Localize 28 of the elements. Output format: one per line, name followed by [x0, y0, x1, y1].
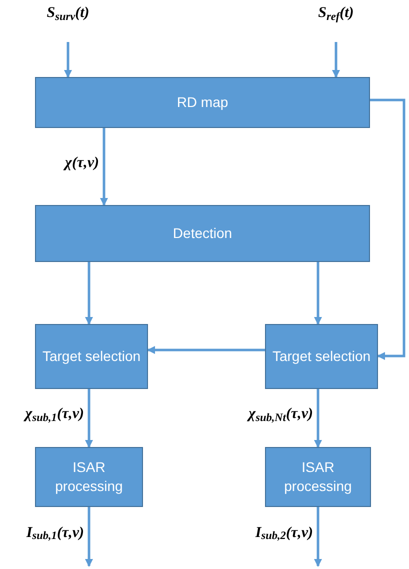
arrow: [332, 42, 340, 78]
process-box: [35, 447, 143, 507]
process-box: [35, 77, 370, 128]
arrow: [85, 389, 93, 448]
edge-label: χ(τ,ν): [64, 156, 100, 170]
process-box: [265, 447, 371, 507]
arrow: [314, 389, 322, 448]
edge-label: χ$_{sub,Nt}$(τ,ν): [248, 407, 314, 422]
arrow: [147, 346, 265, 354]
box-label: Detection: [172, 224, 232, 243]
edge-label: χ$_{sub,1}$(τ,ν): [24, 407, 85, 422]
arrow: [314, 507, 322, 567]
process-box: [265, 324, 378, 389]
box-label: Target selection: [42, 347, 141, 366]
process-box: [35, 205, 370, 262]
arrow: [64, 42, 72, 78]
arrow: [370, 98, 406, 360]
arrow: [314, 262, 322, 325]
arrow: [85, 507, 93, 567]
box-label: ISAR processing: [54, 458, 124, 496]
box-label: ISAR processing: [283, 458, 353, 496]
arrow: [100, 128, 108, 206]
box-label: Target selection: [272, 347, 371, 366]
arrow: [85, 262, 93, 325]
process-box: [35, 324, 148, 389]
edge-label: I$_{sub,1}$(τ,ν): [25, 526, 85, 540]
edge-label: I$_{sub,2}$(τ,ν): [254, 526, 314, 540]
box-label: RD map: [176, 93, 228, 112]
